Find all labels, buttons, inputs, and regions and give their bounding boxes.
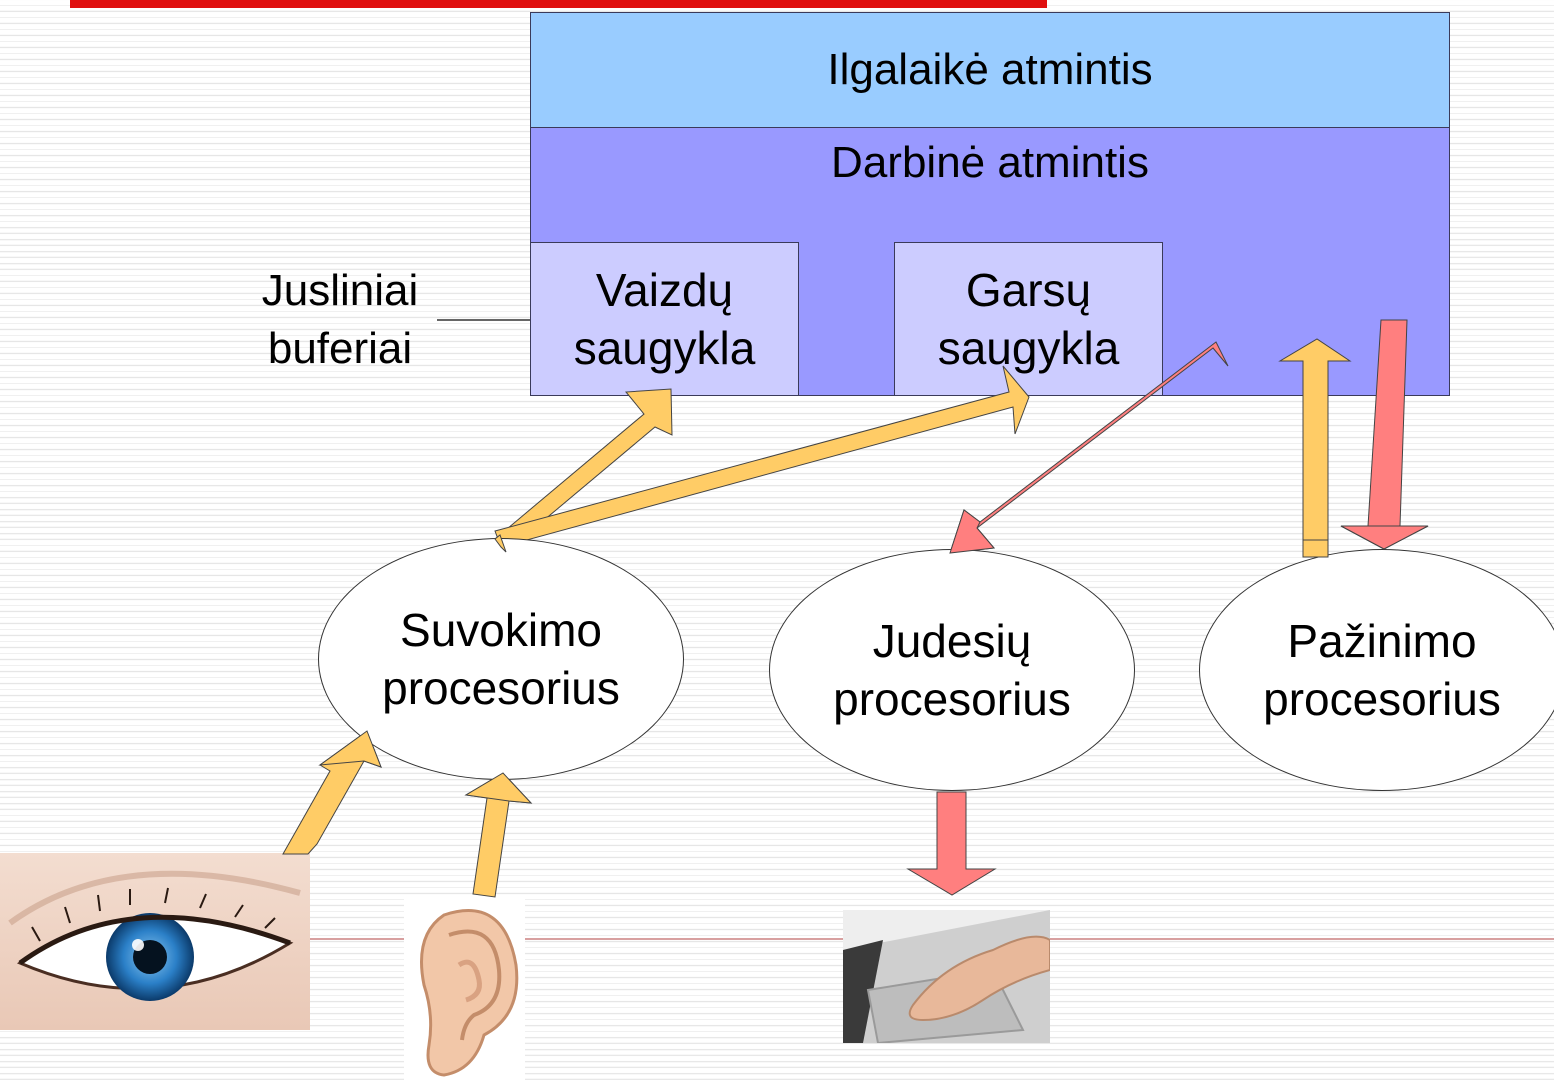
auditory-store-label-line1: Garsų (965, 264, 1092, 316)
auditory-store-block: Garsų saugykla (894, 242, 1163, 396)
cognitive-processor-line2: procesorius (1263, 673, 1501, 725)
eye-icon (0, 853, 310, 1030)
visual-store-label-line1: Vaizdų (595, 264, 734, 316)
motor-processor: Judesių procesorius (769, 549, 1135, 791)
eye-photo (0, 853, 310, 1030)
long-term-memory-label: Ilgalaikė atmintis (827, 45, 1153, 94)
visual-store-label-line2: saugykla (573, 322, 756, 374)
working-memory-label: Darbinė atmintis (831, 138, 1149, 187)
title-underline (70, 0, 1047, 8)
sensory-buffers-label: Jusliniai buferiai (220, 262, 460, 378)
sensory-buffers-label-line1: Jusliniai (261, 266, 419, 315)
ear-icon (404, 895, 525, 1080)
footer-rule-1 (310, 938, 404, 940)
perceptual-processor-line2: procesorius (382, 662, 620, 714)
perceptual-processor: Suvokimo procesorius (318, 538, 684, 780)
arrow-overlay-eye-head (318, 730, 382, 768)
ear-photo (404, 895, 525, 1080)
arrow-perception-to-auditory-store (494, 365, 1030, 548)
arrow-cognitive-to-working-memory (1278, 338, 1352, 558)
hand-on-touchpad-icon (843, 910, 1050, 1043)
arrow-motor-to-hand (906, 791, 997, 896)
footer-rule-3 (1050, 938, 1554, 940)
visual-store-block: Vaizdų saugykla (530, 242, 799, 396)
arrow-overlay-ear-head (464, 772, 533, 804)
arrow-overlay-cognitive-head (1340, 525, 1429, 550)
motor-processor-line2: procesorius (833, 673, 1071, 725)
cognitive-processor: Pažinimo procesorius (1199, 549, 1554, 791)
arrow-overlay-perception-base (494, 534, 507, 553)
auditory-store-label-line2: saugykla (937, 322, 1120, 374)
perceptual-processor-line1: Suvokimo (400, 604, 602, 656)
motor-processor-line1: Judesių (872, 615, 1032, 667)
footer-rule-2 (525, 938, 843, 940)
cognitive-processor-line1: Pažinimo (1287, 615, 1477, 667)
sensory-buffers-label-line2: buferiai (267, 324, 413, 373)
arrow-overlay-motor-head (949, 509, 995, 554)
touchpad-photo (843, 910, 1050, 1043)
arrow-overlay-cognitive-tail (1302, 539, 1329, 558)
